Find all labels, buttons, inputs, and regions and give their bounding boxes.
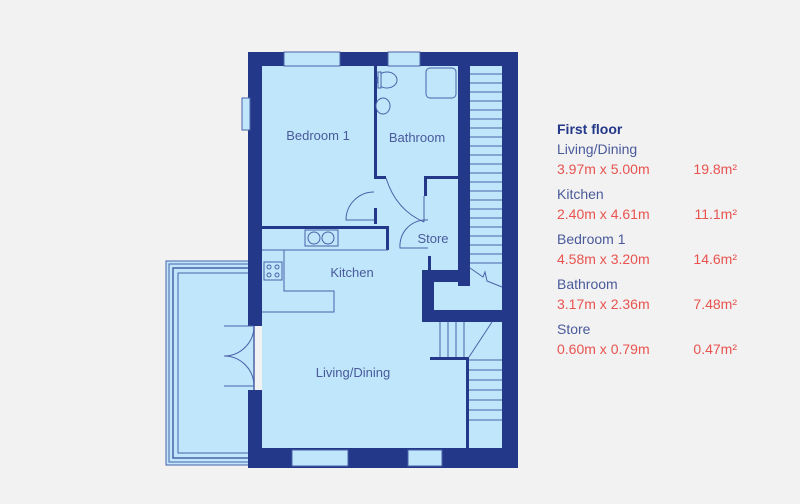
bathroom-fixtures <box>375 67 457 115</box>
room-label-bedroom: Bedroom 1 <box>286 128 350 143</box>
room-area: 19.8m² <box>693 161 737 177</box>
staircase <box>439 73 503 421</box>
room-name: Living/Dining <box>557 141 638 157</box>
room-area: 14.6m² <box>693 251 737 267</box>
room-name: Bathroom <box>557 276 618 292</box>
room-dimensions: 3.97m x 5.00m <box>557 161 650 177</box>
room-label-living-dining: Living/Dining <box>316 365 390 380</box>
room-name: Kitchen <box>557 186 604 202</box>
windows <box>241 51 443 467</box>
legend-item-living-dining: Living/Dining 3.97m x 5.00m 19.8m² <box>557 139 737 179</box>
room-dimensions: 3.17m x 2.36m <box>557 296 650 312</box>
room-label-bathroom: Bathroom <box>389 130 445 145</box>
legend-item-bedroom: Bedroom 1 4.58m x 3.20m 14.6m² <box>557 229 737 269</box>
room-area: 0.47m² <box>693 341 737 357</box>
room-area: 7.48m² <box>693 296 737 312</box>
floor-title: First floor <box>557 121 623 137</box>
walls <box>248 52 518 468</box>
balcony <box>165 260 255 466</box>
legend-item-bathroom: Bathroom 3.17m x 2.36m 7.48m² <box>557 274 737 314</box>
room-dimensions-legend: First floor Living/Dining 3.97m x 5.00m 1… <box>557 121 737 364</box>
room-dimensions: 4.58m x 3.20m <box>557 251 650 267</box>
room-dimensions: 2.40m x 4.61m <box>557 206 650 222</box>
room-label-kitchen: Kitchen <box>330 265 373 280</box>
room-name: Bedroom 1 <box>557 231 626 247</box>
floor-area <box>262 66 502 448</box>
room-dimensions: 0.60m x 0.79m <box>557 341 650 357</box>
kitchen-units <box>262 229 388 313</box>
legend-item-store: Store 0.60m x 0.79m 0.47m² <box>557 319 737 359</box>
room-label-store: Store <box>417 231 448 246</box>
legend-item-kitchen: Kitchen 2.40m x 4.61m 11.1m² <box>557 184 737 224</box>
room-name: Store <box>557 321 591 337</box>
room-area: 11.1m² <box>694 206 737 222</box>
doors <box>223 177 429 387</box>
